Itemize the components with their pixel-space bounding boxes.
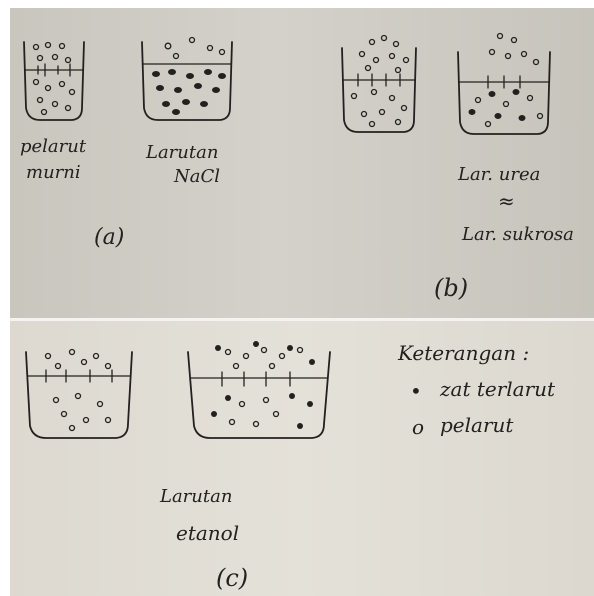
- label-nacl-2: NaCl: [173, 166, 220, 187]
- caption-c: (c): [216, 564, 248, 592]
- label-nacl-1: Larutan: [145, 142, 218, 163]
- beaker-ethanol-solution: [187, 341, 331, 439]
- beaker-pure-solvent-bottom: [25, 348, 133, 439]
- legend-solvent-symbol: o: [412, 415, 424, 439]
- legend-solute-symbol: •: [410, 379, 422, 403]
- beaker-nacl-solution: [141, 36, 233, 121]
- legend-solvent-label: pelarut: [440, 413, 514, 437]
- legend-title: Keterangan :: [397, 341, 529, 365]
- legend-solute-label: zat terlarut: [439, 377, 556, 401]
- approx-symbol: ≈: [498, 189, 515, 213]
- beaker-urea-solution: [341, 34, 417, 133]
- bottom-photo-panel: [10, 321, 594, 596]
- label-pure-solvent-2: murni: [26, 162, 81, 183]
- label-ethanol-1: Larutan: [159, 486, 232, 507]
- label-sucrose: Lar. sukrosa: [461, 224, 574, 245]
- label-urea: Lar. urea: [457, 164, 540, 185]
- beaker-sucrose-solution: [457, 32, 551, 135]
- caption-b: (b): [434, 274, 468, 302]
- panel-divider: [10, 318, 594, 321]
- label-pure-solvent-1: pelarut: [20, 136, 87, 157]
- beaker-pure-solvent: [23, 41, 85, 121]
- top-photo-panel: [10, 8, 594, 318]
- label-ethanol-2: etanol: [176, 521, 239, 545]
- caption-a: (a): [94, 225, 124, 250]
